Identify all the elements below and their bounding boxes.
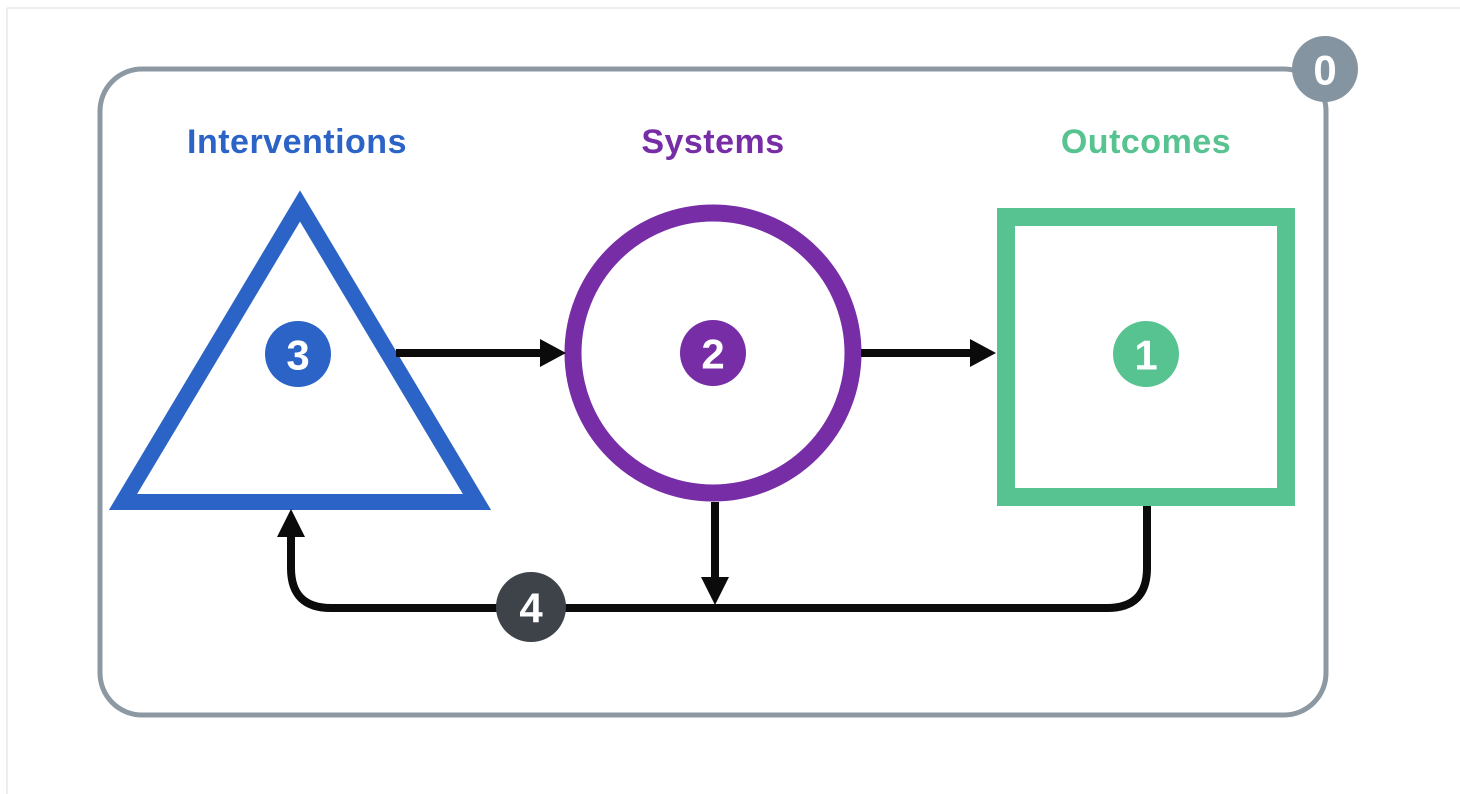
triangle-shape [108,190,492,510]
node-outcomes: 1 [997,208,1295,506]
square-shape [997,208,1295,506]
arrow-systems-down [701,502,729,605]
badge-2-circle [680,320,746,386]
badge-4-circle [496,572,566,642]
badge-1-number: 1 [1134,332,1157,379]
feedback-loop: 4 [277,506,1151,642]
arrowhead-up-icon [277,509,305,537]
arrowhead-right-icon [970,339,996,367]
frame-badge-number: 0 [1313,47,1336,94]
frame-badge: 0 [1292,36,1358,102]
node-interventions: 3 [108,190,492,510]
label-systems: Systems [641,123,784,161]
feedback-loop-path [287,506,1151,612]
frame-badge-circle [1292,36,1358,102]
arrow-interventions-to-systems [396,339,566,367]
arrowhead-down-icon [701,577,729,605]
badge-3-circle [265,321,331,387]
badge-3-number: 3 [286,332,309,379]
arrowhead-right-icon [540,339,566,367]
label-interventions: Interventions [187,123,407,161]
circle-shape [564,204,862,502]
badge-4-number: 4 [519,585,543,632]
badge-2-number: 2 [701,331,724,378]
node-systems: 2 [564,204,862,502]
arrow-systems-to-outcomes [861,339,996,367]
label-outcomes: Outcomes [1061,123,1231,161]
badge-1-circle [1113,321,1179,387]
diagram-frame [97,66,1329,718]
